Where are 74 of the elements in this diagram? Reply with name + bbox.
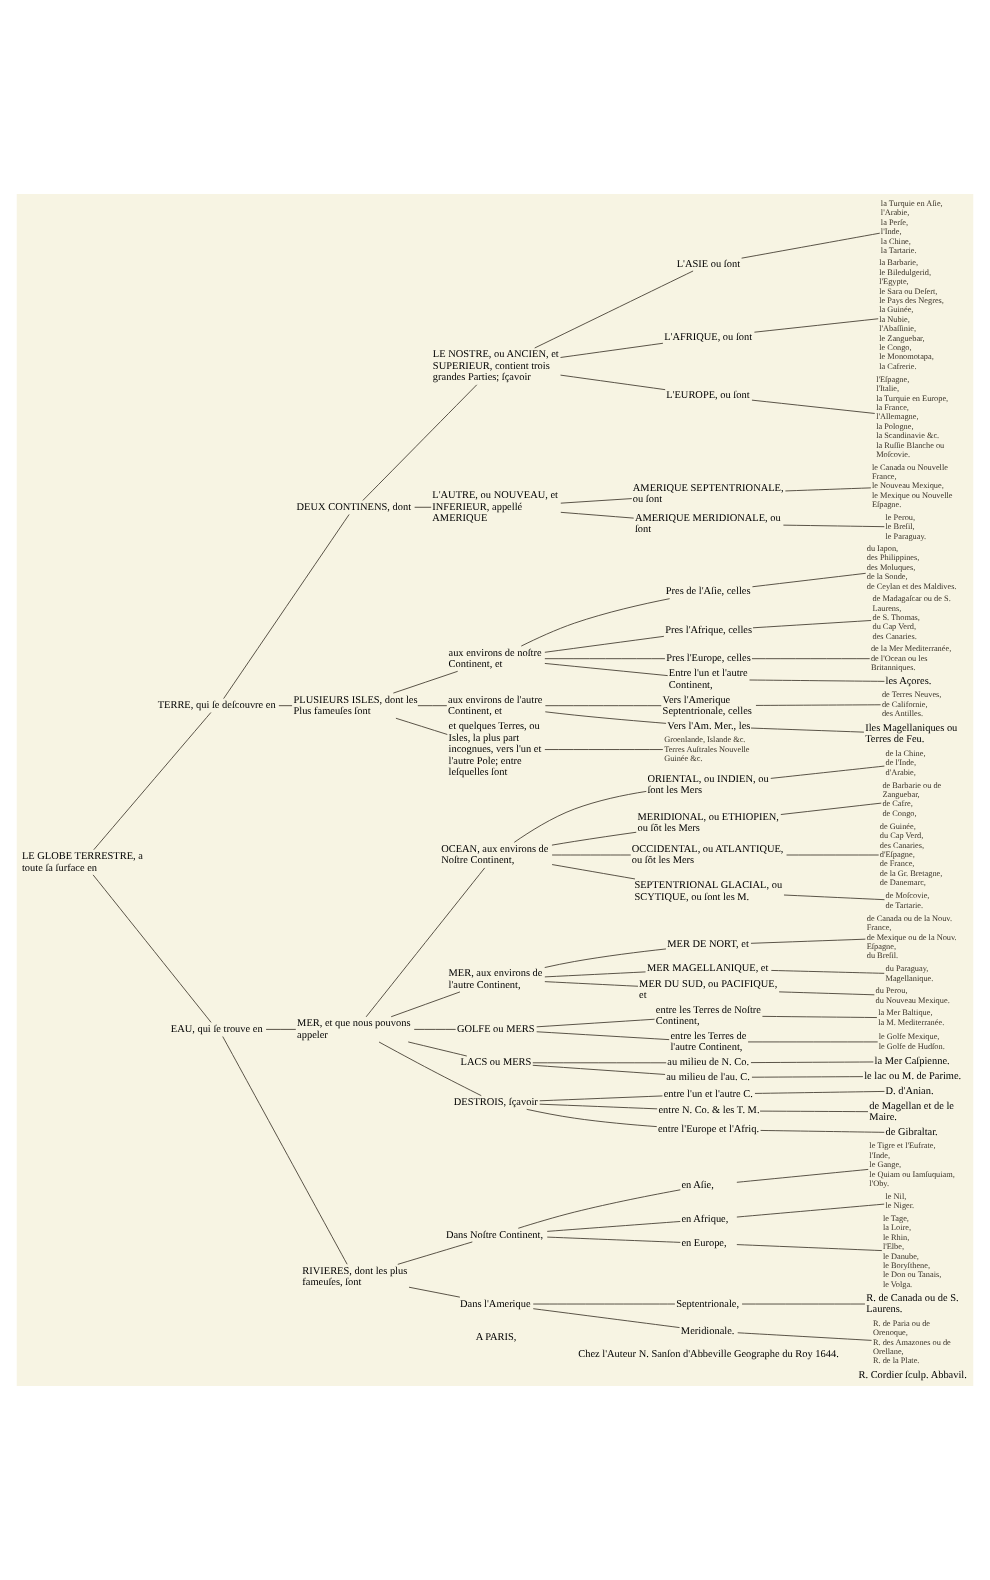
connector — [526, 1108, 658, 1128]
connector — [534, 270, 694, 349]
connector — [536, 1031, 670, 1041]
connector — [544, 948, 667, 968]
connector — [532, 1064, 666, 1075]
connector — [520, 598, 671, 647]
connector — [551, 831, 637, 846]
connector — [544, 749, 664, 750]
connector — [365, 867, 486, 1018]
connector — [417, 705, 448, 707]
connector — [783, 524, 885, 528]
connector — [93, 712, 212, 851]
connector — [783, 894, 885, 901]
connector — [532, 1308, 680, 1328]
connector — [532, 1062, 667, 1064]
connector — [414, 506, 432, 508]
connector — [770, 765, 885, 779]
connector — [760, 1130, 885, 1133]
connector — [762, 1015, 878, 1018]
connector — [752, 572, 867, 588]
connector — [544, 971, 646, 978]
connector — [750, 938, 866, 944]
connector — [546, 1221, 681, 1232]
connector — [751, 399, 876, 414]
connector — [736, 1169, 869, 1183]
connector — [749, 679, 885, 682]
connector — [408, 1286, 461, 1298]
connector — [223, 514, 350, 700]
connector — [741, 232, 881, 259]
connector — [560, 374, 666, 391]
connector — [736, 1203, 885, 1218]
connector — [265, 1028, 297, 1030]
connector — [544, 711, 667, 724]
connector — [546, 1236, 681, 1243]
connector — [759, 1110, 869, 1113]
connector — [752, 620, 872, 629]
connector — [544, 981, 639, 987]
connector — [517, 1189, 681, 1229]
connector — [362, 384, 478, 501]
connector — [544, 635, 665, 653]
connector — [780, 802, 882, 815]
connector — [278, 705, 293, 707]
connector — [778, 991, 875, 996]
connector — [413, 1028, 457, 1030]
connector — [751, 1076, 864, 1078]
connector — [770, 970, 885, 974]
connector — [390, 991, 461, 1018]
connector — [513, 791, 647, 843]
connector — [737, 1332, 873, 1341]
connector — [407, 1041, 468, 1057]
connector — [544, 705, 662, 707]
connector — [754, 318, 879, 333]
connector — [539, 1103, 658, 1110]
connector — [395, 717, 448, 735]
connector — [222, 1036, 348, 1265]
connector — [92, 874, 212, 1023]
connector — [560, 498, 633, 504]
connector — [551, 864, 636, 880]
connector — [750, 1061, 874, 1063]
connector — [544, 658, 666, 660]
connector — [754, 1091, 885, 1094]
connector — [392, 670, 459, 694]
connector — [397, 1241, 473, 1265]
connector — [539, 1095, 663, 1102]
connector — [378, 1041, 482, 1097]
connector — [560, 511, 635, 519]
connector — [785, 487, 872, 492]
connector — [750, 727, 865, 733]
connector — [751, 658, 871, 660]
connector — [536, 1018, 655, 1028]
connector — [755, 704, 881, 706]
connector — [736, 1244, 883, 1251]
connector — [544, 663, 669, 677]
connector — [560, 342, 664, 358]
